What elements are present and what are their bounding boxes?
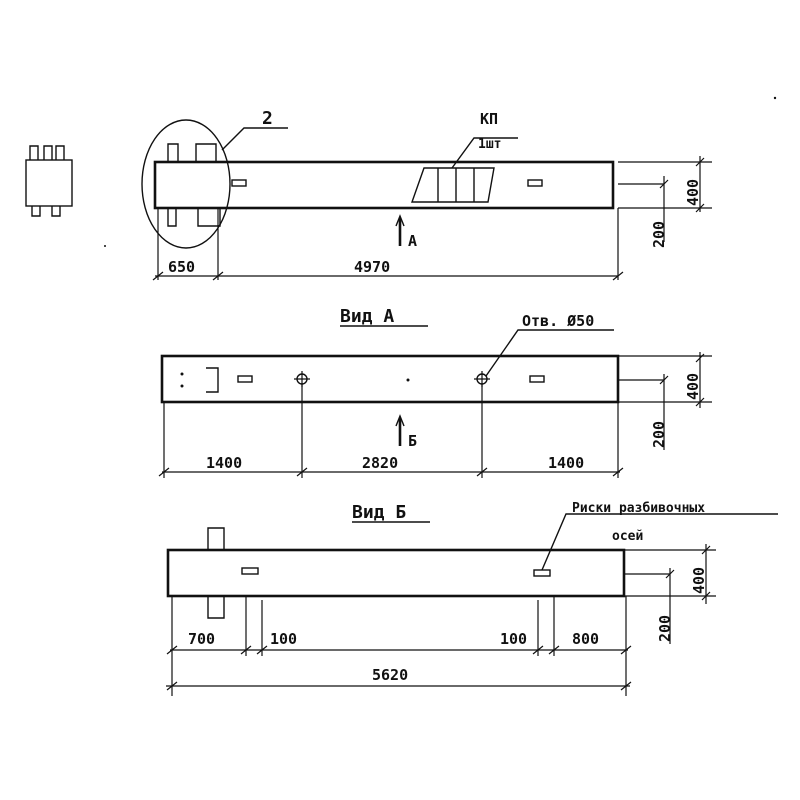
hole-label: Отв. Ø50 bbox=[522, 312, 594, 330]
view-a: Вид А Отв. Ø50 Б 1400 2820 1400 bbox=[158, 306, 712, 478]
view-b: Вид Б Риски разбивочных осей 700 100 100… bbox=[166, 501, 778, 696]
dim-top-4970: 4970 bbox=[354, 258, 390, 276]
top-beam bbox=[153, 160, 615, 210]
dim-a-2820: 2820 bbox=[362, 454, 398, 472]
dim-b-5620: 5620 bbox=[372, 666, 408, 684]
view-b-beam bbox=[166, 548, 626, 598]
marks-label-line2: осей bbox=[612, 529, 643, 544]
dim-a-400: 400 bbox=[684, 373, 702, 400]
kp-label: КП bbox=[480, 110, 498, 128]
view-a-title: Вид А bbox=[340, 306, 394, 327]
dim-a-1400-left: 1400 bbox=[206, 454, 242, 472]
kp-grid-icon bbox=[411, 167, 495, 203]
dim-top-650: 650 bbox=[168, 258, 195, 276]
view-a-beam bbox=[160, 354, 620, 404]
dim-b-100-left: 100 bbox=[270, 630, 297, 648]
dim-b-200: 200 bbox=[656, 615, 674, 642]
dim-b-100-right: 100 bbox=[500, 630, 527, 648]
dim-top-200: 200 bbox=[650, 221, 668, 248]
top-view: 2 КП 1шт А 650 4970 400 200 bbox=[141, 108, 712, 281]
dim-a-200: 200 bbox=[650, 421, 668, 448]
view-b-title: Вид Б bbox=[352, 502, 406, 523]
dim-b-400: 400 bbox=[690, 567, 708, 594]
dim-b-800: 800 bbox=[572, 630, 599, 648]
kp-qty: 1шт bbox=[478, 137, 501, 152]
detail-ellipse bbox=[141, 119, 231, 249]
end-view-sketch bbox=[25, 145, 73, 217]
marks-label-line1: Риски разбивочных bbox=[572, 501, 705, 516]
arrow-b-label: Б bbox=[408, 432, 417, 450]
dim-b-700: 700 bbox=[188, 630, 215, 648]
arrow-a-label: А bbox=[408, 232, 417, 250]
dim-a-1400-right: 1400 bbox=[548, 454, 584, 472]
callout-2: 2 bbox=[262, 108, 273, 129]
axis-mark-icon bbox=[533, 569, 551, 577]
dim-top-400: 400 bbox=[684, 179, 702, 206]
